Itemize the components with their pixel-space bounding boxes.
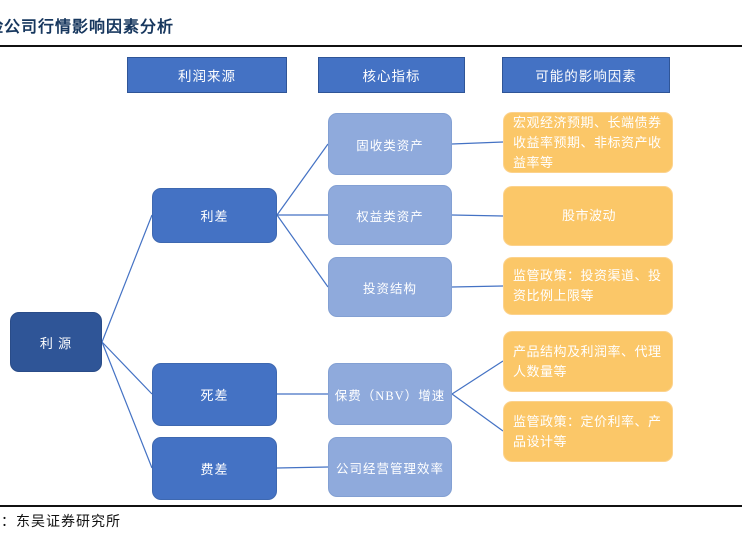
node-expense-spread: 费差 <box>152 437 277 500</box>
column-header-core-indicator: 核心指标 <box>318 57 465 93</box>
factor-regulation-investment: 监管政策：投资渠道、投资比例上限等 <box>503 257 673 315</box>
node-premium-nbv-growth: 保费（NBV）增速 <box>328 363 452 425</box>
top-divider <box>0 45 742 47</box>
connector <box>451 214 504 217</box>
connector <box>451 360 504 395</box>
factor-regulation-pricing: 监管政策：定价利率、产品设计等 <box>503 401 673 462</box>
node-fixed-income-assets: 固收类资产 <box>328 113 452 175</box>
source-note: ：东吴证券研究所 <box>1 515 121 530</box>
node-management-efficiency: 公司经营管理效率 <box>328 437 452 497</box>
node-profit-origin: 利 源 <box>10 312 102 372</box>
node-interest-spread: 利差 <box>152 188 277 243</box>
connector <box>451 141 504 145</box>
connector <box>101 341 153 469</box>
connector <box>276 466 329 469</box>
node-equity-assets: 权益类资产 <box>328 185 452 245</box>
factor-macro-bond-yield: 宏观经济预期、长端债券收益率预期、非标资产收益率等 <box>503 112 673 173</box>
factor-stock-market-volatility: 股市波动 <box>503 186 673 246</box>
connector <box>451 393 504 432</box>
node-investment-structure: 投资结构 <box>328 257 452 317</box>
connector <box>101 341 153 395</box>
connector <box>451 285 504 288</box>
page-title: 险公司行情影响因素分析 <box>0 19 175 36</box>
factor-product-structure-agents: 产品结构及利润率、代理人数量等 <box>503 331 673 392</box>
connector <box>276 214 329 288</box>
column-header-profit-source: 利润来源 <box>127 57 287 93</box>
node-mortality-spread: 死差 <box>152 363 277 426</box>
connector <box>101 214 153 343</box>
connector <box>276 143 329 216</box>
bottom-divider <box>0 505 742 507</box>
column-header-possible-factors: 可能的影响因素 <box>502 57 670 93</box>
